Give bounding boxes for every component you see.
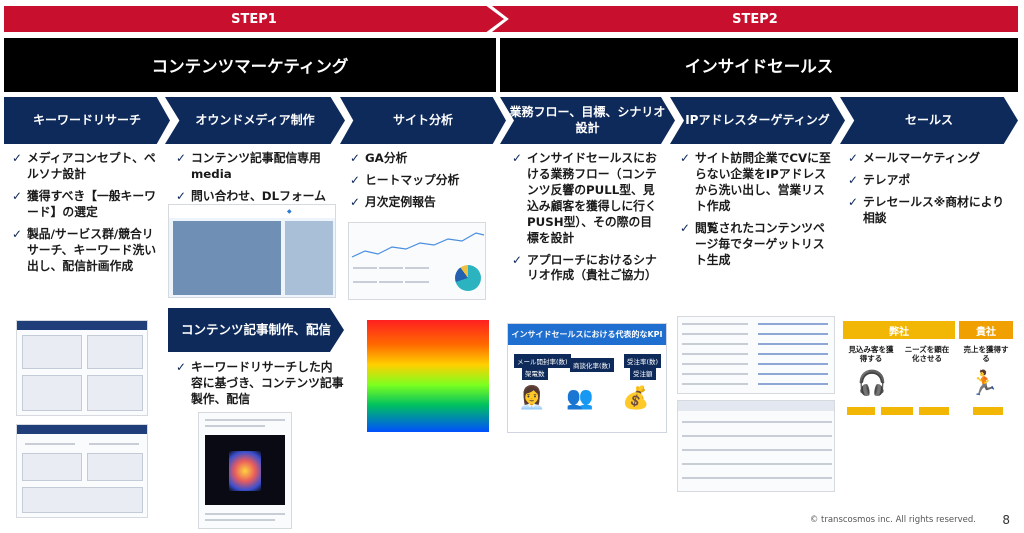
target-list-thumbnail <box>677 400 835 492</box>
heatmap-thumbnail <box>367 320 489 432</box>
list-item: アプローチにおけるシナリオ作成（貴社ご協力） <box>512 253 662 285</box>
step-surface-needs: ニーズを顕在化させる <box>904 345 950 363</box>
list-item: GA分析 <box>350 151 500 167</box>
list-item: インサイドセールスにおける業務フロー（コンテンツ反響のPULL型、見込み顧客を獲… <box>512 151 662 247</box>
sales-list: メールマーケティング テレアポ テレセールス※商材により相談 <box>848 151 1014 233</box>
keyword-list-thumbnail <box>16 320 148 416</box>
copyright: © transcosmos inc. All rights reserved. <box>809 515 976 525</box>
chevron-owned-media: オウンドメディア制作 <box>165 97 345 144</box>
kpi-title: インサイドセールスにおける代表的なKPI <box>508 324 666 345</box>
chevron-ip-targeting: IPアドレスターゲティング <box>670 97 845 144</box>
owned-media-thumbnail: ◆ <box>168 204 336 298</box>
workflow-list: インサイドセールスにおける業務フロー（コンテンツ反響のPULL型、見込み顧客を獲… <box>512 151 662 290</box>
chevron-label: セールス <box>904 112 953 127</box>
article-thumbnail <box>198 412 292 529</box>
runner-icon: 🏃 <box>969 369 999 397</box>
chevron-sales: セールス <box>840 97 1018 144</box>
kpi-label: 受注額 <box>630 366 656 380</box>
chevron-label: オウンドメディア制作 <box>195 112 315 127</box>
step-acquire-leads: 見込み客を獲得する <box>848 345 894 363</box>
inside-sales-title: インサイドセールス <box>684 57 834 76</box>
content-marketing-title: コンテンツマーケティング <box>151 57 349 76</box>
chevron-label: キーワードリサーチ <box>32 112 141 127</box>
stage-chip <box>847 407 875 415</box>
chevron-label: IPアドレスターゲティング <box>685 112 830 127</box>
list-item: メールマーケティング <box>848 151 1014 167</box>
ga-dashboard-thumbnail <box>348 222 486 300</box>
traffic-chart-icon <box>351 232 485 258</box>
chevron-label: サイト分析 <box>392 112 453 127</box>
chevron-label: 業務フロー、目標、シナリオ設計 <box>509 105 666 135</box>
content-marketing-header: コンテンツマーケティング <box>4 38 496 92</box>
list-item: メディアコンセプト、ペルソナ設計 <box>12 151 162 183</box>
money-bag-icon: 💰 <box>622 386 650 411</box>
list-item: 閲覧されたコンテンツページ毎でターゲットリスト生成 <box>680 221 832 269</box>
page-number: 8 <box>1002 513 1010 527</box>
list-item: サイト訪問企業でCVに至らない企業をIPアドレスから洗い出し、営業リスト作成 <box>680 151 832 215</box>
chevron-workflow: 業務フロー、目標、シナリオ設計 <box>500 97 675 144</box>
step1-label: STEP1 <box>231 11 277 27</box>
owned-media-list: コンテンツ記事配信専用media 問い合わせ、DLフォーム実装 <box>176 151 334 227</box>
chevron-site-analysis: サイト分析 <box>340 97 506 144</box>
site-analysis-list: GA分析 ヒートマップ分析 月次定例報告 <box>350 151 500 217</box>
list-item: ヒートマップ分析 <box>350 173 500 189</box>
list-item: キーワードリサーチした内容に基づき、コンテンツ記事製作、配信 <box>176 360 344 408</box>
keyword-plan-thumbnail <box>16 424 148 518</box>
operator-icon: 🎧 <box>857 369 887 397</box>
kpi-label: 架電数 <box>522 366 548 380</box>
keyword-research-list: メディアコンセプト、ペルソナ設計 獲得すべき【一般キーワード】の選定 製品/サー… <box>12 151 162 280</box>
step2-label: STEP2 <box>732 11 778 27</box>
step1-banner: STEP1 <box>4 6 504 32</box>
step-win-sales: 売上を獲得する <box>963 345 1009 363</box>
stage-chip <box>881 407 913 415</box>
kpi-label: 受注率(数) <box>624 354 662 368</box>
kpi-label: 商談化率(数) <box>570 358 614 372</box>
chevron-article-production: コンテンツ記事制作、配信 <box>168 308 344 352</box>
client-tag: 貴社 <box>959 321 1013 339</box>
article-production-list: キーワードリサーチした内容に基づき、コンテンツ記事製作、配信 <box>176 360 344 414</box>
chevron-label: コンテンツ記事制作、配信 <box>180 322 331 337</box>
inside-sales-header: インサイドセールス <box>500 38 1018 92</box>
ip-targeting-list: サイト訪問企業でCVに至らない企業をIPアドレスから洗い出し、営業リスト作成 閲… <box>680 151 832 274</box>
stage-chip <box>919 407 949 415</box>
kpi-label: メール開封率(数) <box>514 354 571 368</box>
url-list-thumbnail <box>677 316 835 394</box>
list-item: テレセールス※商材により相談 <box>848 195 1014 227</box>
operator-icon: 👩‍💼 <box>518 386 546 411</box>
sales-role-diagram: 弊社 貴社 見込み客を獲得する ニーズを顕在化させる 売上を獲得する 🎧 🏃 <box>843 321 1013 421</box>
list-item: 製品/サービス群/競合リサーチ、キーワード洗い出し、配信計画作成 <box>12 227 162 275</box>
media-logo-icon: ◆ <box>287 208 292 215</box>
list-item: 獲得すべき【一般キーワード】の選定 <box>12 189 162 221</box>
meeting-icon: 👥 <box>566 386 594 411</box>
list-item: 月次定例報告 <box>350 195 500 211</box>
list-item: テレアポ <box>848 173 1014 189</box>
kpi-diagram: インサイドセールスにおける代表的なKPI メール開封率(数) 架電数 商談化率(… <box>507 323 667 433</box>
stage-chip <box>973 407 1003 415</box>
our-company-tag: 弊社 <box>843 321 955 339</box>
pie-icon <box>455 265 481 291</box>
chevron-keyword-research: キーワードリサーチ <box>4 97 170 144</box>
list-item: コンテンツ記事配信専用media <box>176 151 334 183</box>
step2-banner: STEP2 <box>492 6 1018 32</box>
